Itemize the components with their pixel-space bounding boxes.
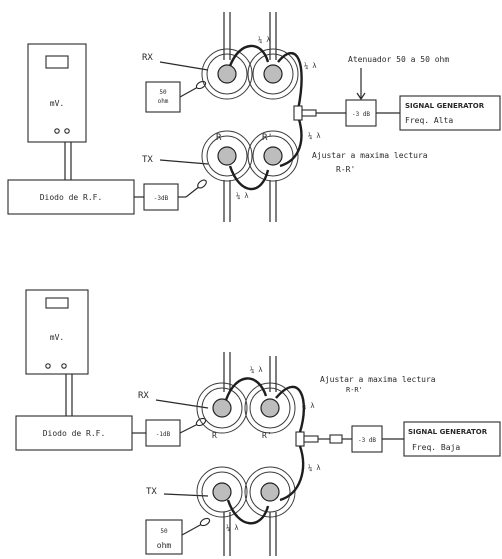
bottom-quarter-wave-3: ¼ λ <box>226 524 239 532</box>
bottom-meter-display <box>45 297 69 309</box>
top-tx-label: TX <box>142 155 153 165</box>
top-quarter-wave-2: ¼ λ <box>304 62 317 70</box>
bottom-load-line2: ohm <box>157 541 172 550</box>
top-adjust-line2: R-R' <box>336 165 355 174</box>
bottom-small-att-label: -1dB <box>156 431 171 438</box>
top-generator-freq: Freq. Alta <box>405 116 453 125</box>
bottom-right-att-label: -3 dB <box>358 437 376 444</box>
bottom-load-line1: 50 <box>160 528 168 535</box>
top-meter-label: mV. <box>50 99 64 108</box>
bottom-tx-label: TX <box>146 487 157 497</box>
bottom-signal-generator: SIGNAL GENERATOR Freq. Baja <box>403 421 501 457</box>
top-load-line1: 50 <box>159 89 167 96</box>
top-dummy-load: 50 ohm <box>145 80 207 113</box>
bottom-rx-label: RX <box>138 391 149 401</box>
top-load-line2: ohm <box>158 98 169 105</box>
top-attenuator-title: Atenuador 50 a 50 ohm <box>348 55 449 64</box>
bottom-dummy-load: 50 ohm <box>145 517 211 555</box>
top-r-prime-label: R' <box>262 133 273 143</box>
top-quarter-wave-1: ¼ λ <box>258 36 271 44</box>
bottom-detector: Diodo de R.F. <box>15 415 146 451</box>
bottom-r-prime-label: R' <box>262 431 272 440</box>
top-rx-label: RX <box>142 53 153 63</box>
bottom-adjust-line1: Ajustar a maxima lectura <box>320 375 436 384</box>
top-small-att-label: -3dB <box>154 195 169 202</box>
top-quarter-wave-3: ¼ λ <box>236 192 249 200</box>
bottom-tee-connector <box>295 431 352 447</box>
bottom-millivoltmeter: mV. <box>25 289 89 416</box>
bottom-quarter-wave-2: ¼ λ <box>302 402 315 410</box>
top-right-att-label: -3 dB <box>352 111 370 118</box>
top-signal-generator: SIGNAL GENERATOR Freq. Alta <box>399 95 501 131</box>
bottom-quarter-wave-4: ¼ λ <box>308 464 321 472</box>
top-generator-title: SIGNAL GENERATOR <box>405 102 485 110</box>
top-tee-connector <box>293 105 346 121</box>
top-tx-cavities <box>201 130 299 182</box>
top-quarter-wave-4: ¼ λ <box>308 132 321 140</box>
bottom-rx-cavities <box>196 382 296 434</box>
top-meter-display <box>45 55 69 69</box>
bottom-adjust-line2: R-R' <box>346 386 363 394</box>
bottom-generator-title: SIGNAL GENERATOR <box>408 428 488 436</box>
top-r-label: R <box>216 133 222 143</box>
top-right-attenuator: -3 dB Atenuador 50 a 50 ohm <box>345 55 449 127</box>
bottom-quarter-wave-1: ¼ λ <box>250 366 263 374</box>
bottom-right-attenuator: -3 dB <box>351 425 404 453</box>
bottom-r-label: R <box>212 431 217 440</box>
top-rx-cavities <box>201 48 299 100</box>
top-millivoltmeter: mV. <box>27 43 87 180</box>
top-detector-label: Diodo de R.F. <box>40 193 103 202</box>
top-detector: Diodo de R.F. <box>7 179 144 215</box>
top-small-attenuator: -3dB <box>143 179 207 211</box>
top-diagram: mV. Diodo de R.F. -3dB 50 ohm <box>7 12 501 222</box>
bottom-diagram: mV. Diodo de R.F. -1dB RX TX <box>15 289 501 556</box>
top-adjust-line1: Ajustar a maxima lectura <box>312 151 428 160</box>
bottom-meter-label: mV. <box>50 333 64 342</box>
bottom-detector-label: Diodo de R.F. <box>43 429 106 438</box>
bottom-generator-freq: Freq. Baja <box>412 443 460 452</box>
bottom-tx-cavities <box>196 466 296 518</box>
bottom-small-attenuator: -1dB <box>145 417 207 447</box>
